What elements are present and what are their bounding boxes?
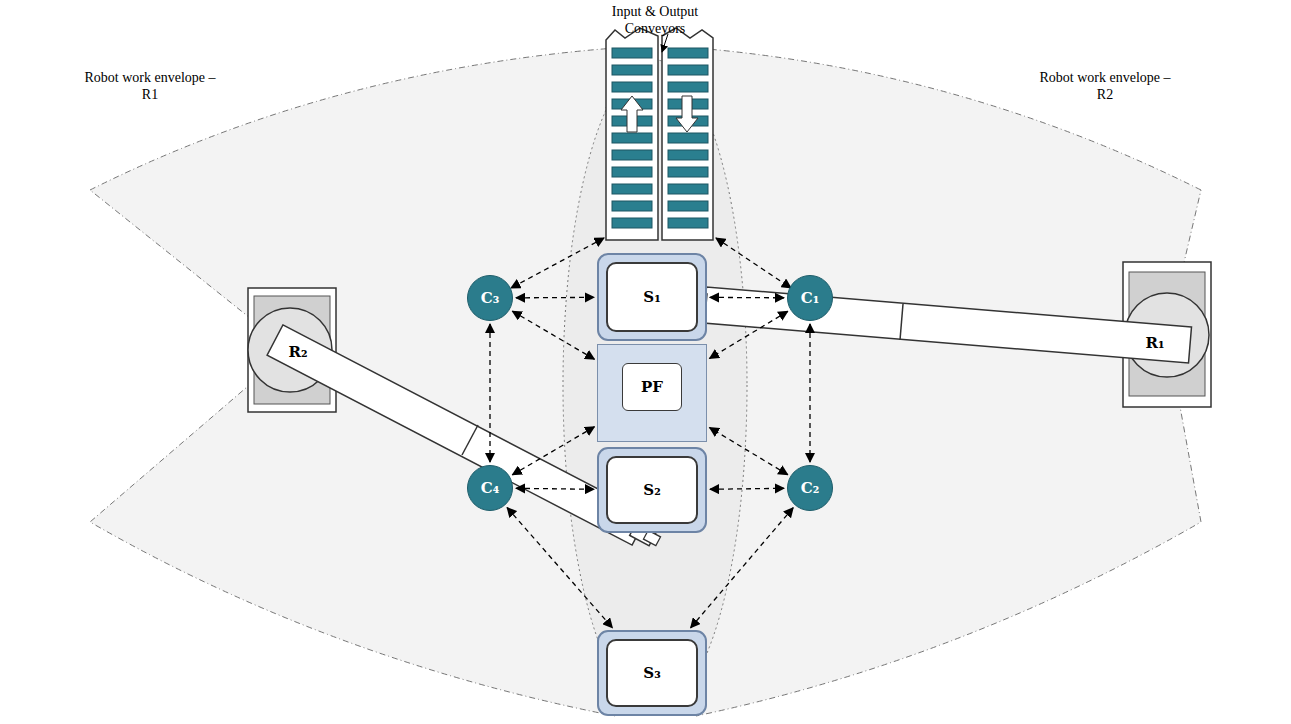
platform-box: PF bbox=[597, 344, 707, 442]
inner-panel: S₃ bbox=[606, 639, 698, 707]
node-label: C₂ bbox=[801, 479, 820, 497]
station-box: S₃ bbox=[597, 630, 707, 716]
station-circle: C₂ bbox=[787, 465, 833, 511]
node-label: R₂ bbox=[288, 343, 307, 361]
conveyor-link bbox=[716, 238, 791, 288]
transfer-arrow bbox=[507, 508, 612, 628]
transfer-arrow bbox=[710, 311, 788, 358]
node-label: C₁ bbox=[801, 289, 820, 307]
robot-label: R₁ bbox=[1138, 330, 1172, 356]
inner-panel: PF bbox=[622, 363, 682, 411]
inner-panel: S₁ bbox=[606, 262, 698, 332]
envelope-label: Robot work envelope – R2 bbox=[1035, 70, 1175, 104]
transfer-arrow bbox=[710, 488, 784, 490]
transfer-arrow bbox=[809, 324, 810, 462]
envelope-label: Robot work envelope – R1 bbox=[80, 70, 220, 104]
transfer-arrow bbox=[516, 297, 594, 299]
node-label: C₄ bbox=[481, 479, 500, 497]
node-label: R₁ bbox=[1145, 334, 1164, 352]
node-label: S₃ bbox=[643, 664, 660, 682]
robot-right bbox=[671, 262, 1211, 407]
conveyor-link bbox=[511, 238, 604, 288]
transfer-arrow bbox=[512, 311, 594, 359]
inner-panel: S₂ bbox=[606, 456, 698, 524]
node-label: S₁ bbox=[643, 288, 660, 306]
conveyor-label: Input & Output Conveyors bbox=[600, 4, 710, 38]
station-box: S₂ bbox=[597, 447, 707, 533]
station-circle: C₁ bbox=[787, 275, 833, 321]
leader-line bbox=[662, 34, 668, 52]
robot-label: R₂ bbox=[281, 339, 315, 365]
conveyor bbox=[606, 28, 713, 240]
node-label: C₃ bbox=[481, 289, 500, 307]
station-box: S₁ bbox=[597, 253, 707, 341]
transfer-arrow bbox=[710, 297, 784, 299]
node-label: S₂ bbox=[643, 481, 660, 499]
station-circle: C₃ bbox=[467, 275, 513, 321]
transfer-arrow bbox=[489, 324, 490, 462]
station-circle: C₄ bbox=[467, 465, 513, 511]
node-label: PF bbox=[641, 378, 663, 396]
transfer-arrow bbox=[512, 427, 594, 475]
transfer-arrow bbox=[710, 428, 788, 475]
transfer-arrow bbox=[516, 488, 594, 490]
